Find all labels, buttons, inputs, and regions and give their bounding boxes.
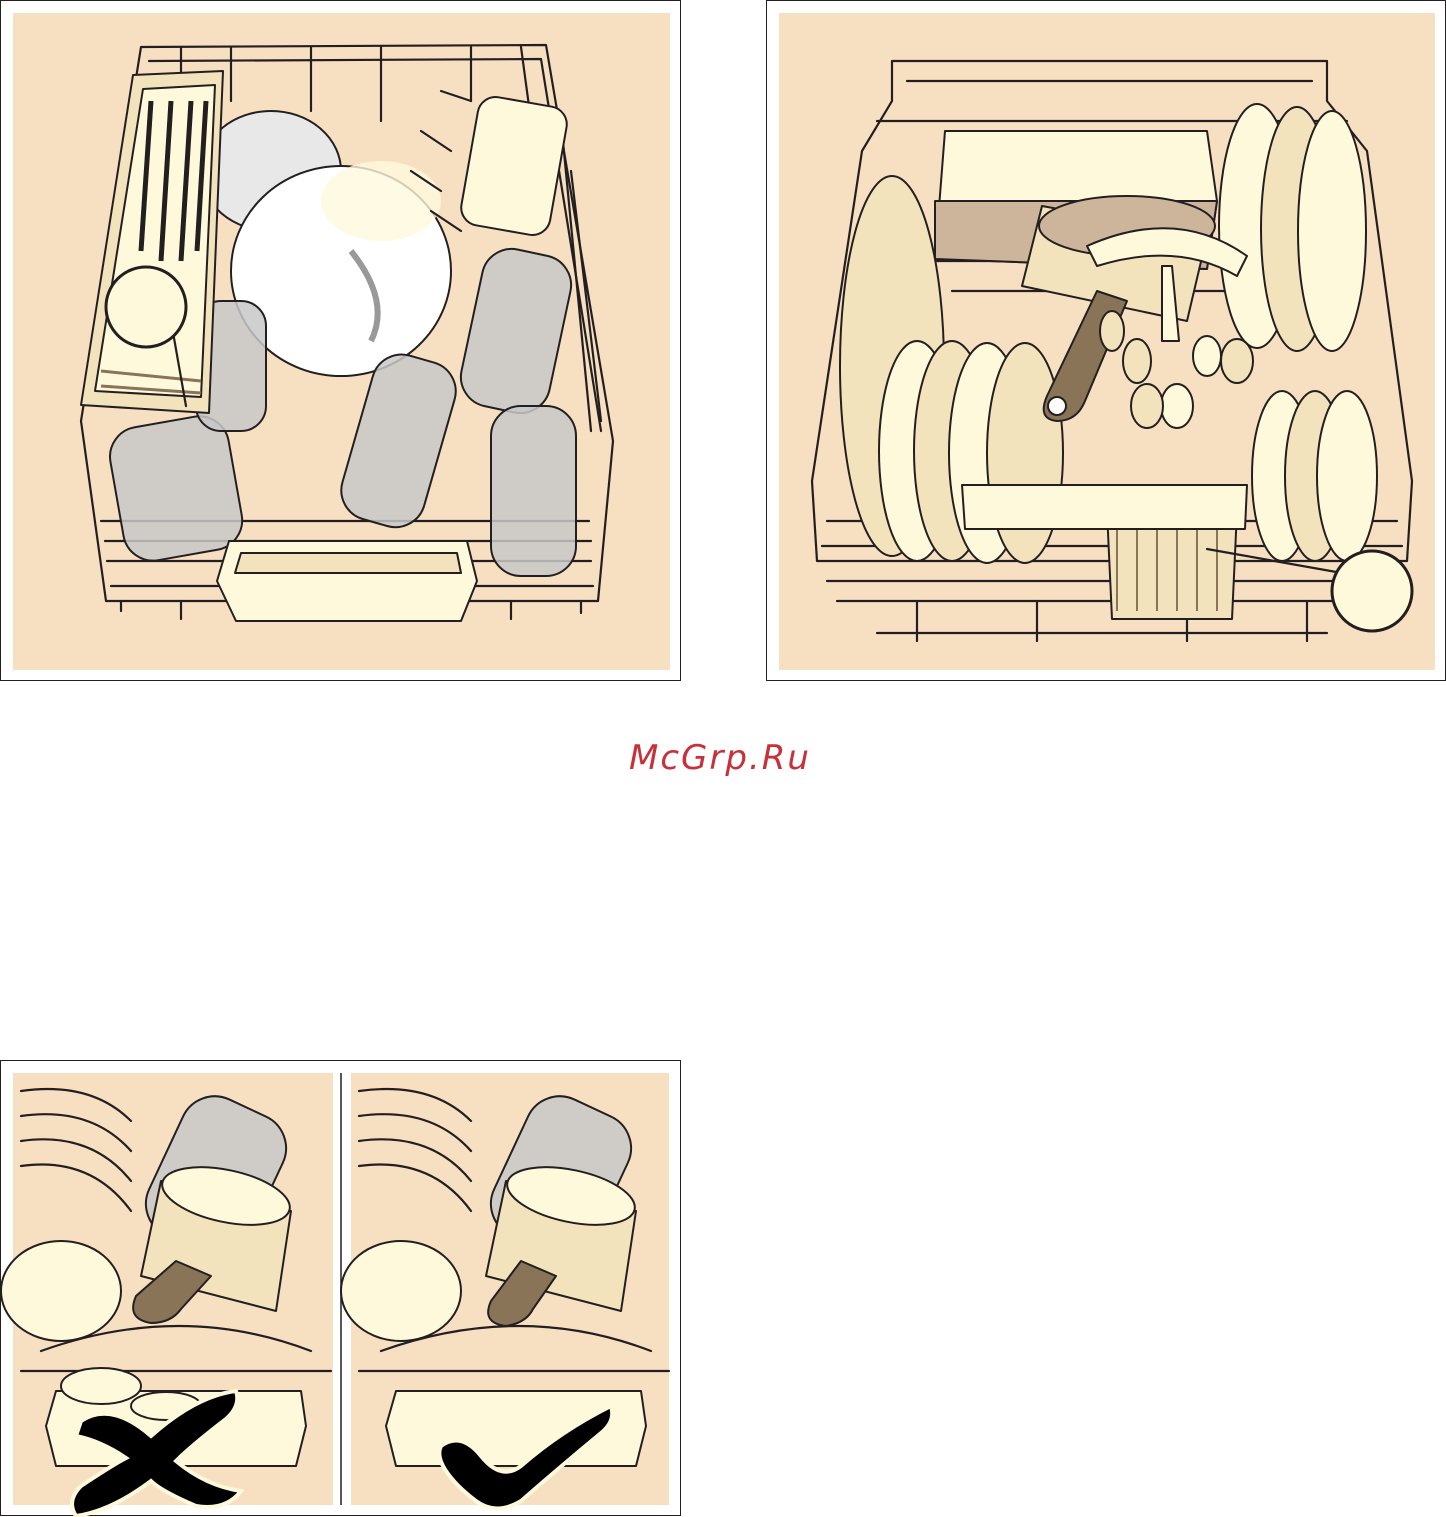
upper-basket-illustration xyxy=(0,0,681,681)
watermark-text: McGrp.Ru xyxy=(629,738,849,782)
lower-basket-illustration xyxy=(766,0,1446,681)
comparison-drawing xyxy=(1,1061,682,1517)
oven-dish-icon xyxy=(217,541,477,621)
upper-basket-drawing xyxy=(1,1,682,682)
lower-basket-drawing xyxy=(767,1,1446,682)
loading-comparison-illustration xyxy=(0,1060,681,1516)
